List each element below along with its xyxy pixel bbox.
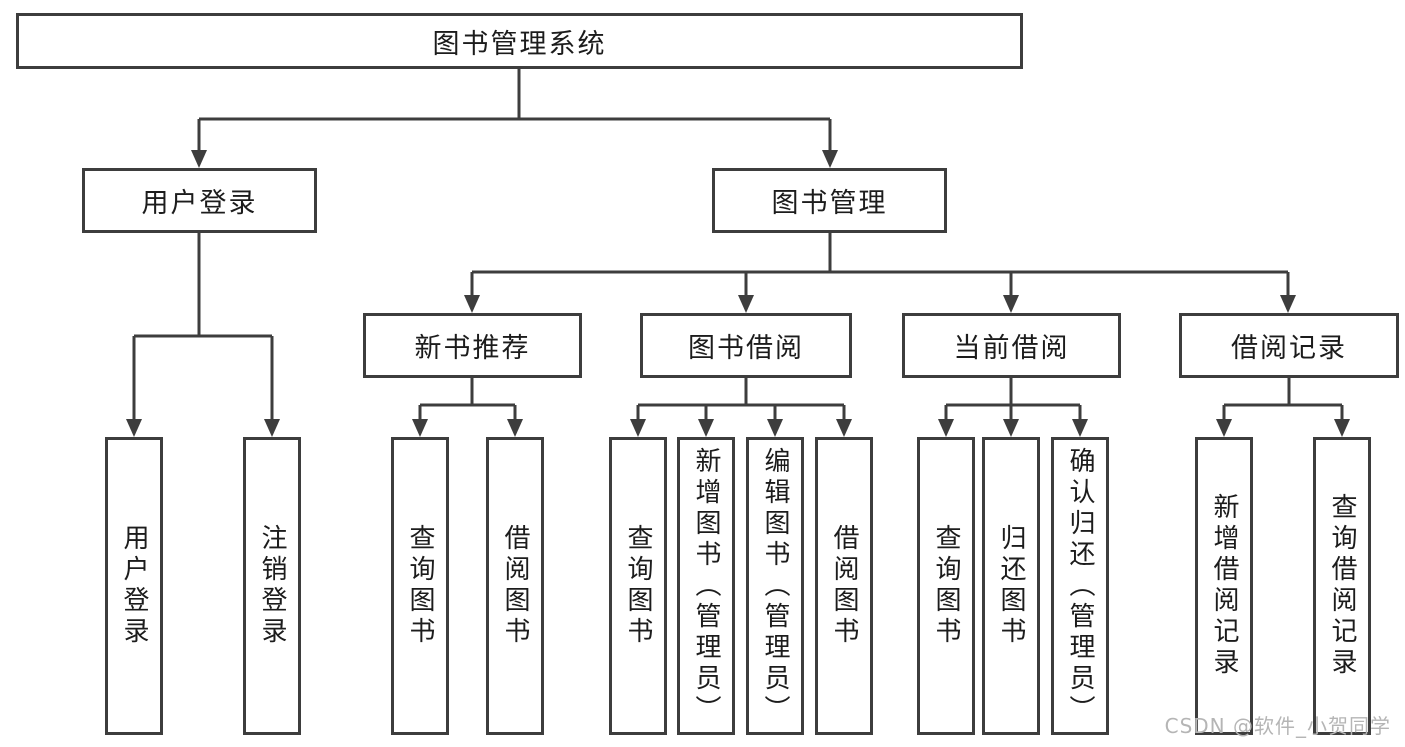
arrowhead-icon [822,150,838,168]
node-leaf-add-book-label: 新增图书（管理员） [691,446,721,726]
arrowhead-icon [507,419,523,437]
node-book-management: 图书管理 [712,168,947,233]
arrowhead-icon [464,295,480,313]
node-user-login-label: 用户登录 [141,188,258,219]
node-book-borrow: 图书借阅 [640,313,852,378]
connector-book-borrow-children [636,378,846,419]
arrowhead-icon [191,150,207,168]
arrowhead-icon [412,419,428,437]
watermark: CSDN @软件_小贺同学 [1164,714,1391,738]
node-leaf-borrow-book-2: 借阅图书 [815,437,873,735]
node-leaf-query-book-3: 查询图书 [917,437,975,735]
node-leaf-query-record-label: 查询借阅记录 [1327,493,1357,679]
node-book-management-label: 图书管理 [771,188,888,219]
node-leaf-query-book-1: 查询图书 [391,437,449,735]
connector-current-borrow-children [944,378,1082,419]
arrowhead-icon [1334,419,1350,437]
node-leaf-user-login-label: 用户登录 [119,524,149,648]
arrowhead-icon [836,419,852,437]
node-leaf-logout-label: 注销登录 [257,524,287,648]
node-leaf-edit-book-label: 编辑图书（管理员） [760,446,790,726]
connector-root-to-level2 [197,69,832,150]
arrowhead-icon [738,295,754,313]
arrowhead-icon [1280,295,1296,313]
node-leaf-confirm-return: 确认归还（管理员） [1051,437,1109,735]
node-borrow-records-label: 借阅记录 [1231,333,1347,364]
node-leaf-confirm-return-label: 确认归还（管理员） [1065,446,1095,726]
node-leaf-query-book-1-label: 查询图书 [405,524,435,648]
node-current-borrow: 当前借阅 [902,313,1121,378]
node-leaf-user-login: 用户登录 [105,437,163,735]
arrowhead-icon [698,419,714,437]
node-system-root: 图书管理系统 [16,13,1023,69]
node-leaf-edit-book: 编辑图书（管理员） [746,437,804,735]
connector-new-book-recommend-children [418,378,517,419]
node-leaf-add-record-label: 新增借阅记录 [1209,493,1239,679]
arrowhead-icon [630,419,646,437]
node-leaf-query-record: 查询借阅记录 [1313,437,1371,735]
node-current-borrow-label: 当前借阅 [953,333,1070,364]
node-borrow-records: 借阅记录 [1179,313,1399,378]
node-leaf-borrow-book-1-label: 借阅图书 [500,524,530,648]
node-leaf-return-book-label: 归还图书 [996,524,1026,648]
node-leaf-add-record: 新增借阅记录 [1195,437,1253,735]
arrowhead-icon [1072,419,1088,437]
connector-user-login-children [132,233,274,419]
node-new-book-recommend-label: 新书推荐 [414,333,531,364]
node-leaf-return-book: 归还图书 [982,437,1040,735]
node-leaf-query-book-3-label: 查询图书 [931,524,961,648]
node-leaf-logout: 注销登录 [243,437,301,735]
node-leaf-borrow-book-2-label: 借阅图书 [829,524,859,648]
connector-borrow-records-children [1222,378,1344,419]
arrowhead-icon [767,419,783,437]
node-system-root-label: 图书管理系统 [432,28,607,60]
node-leaf-query-book-2-label: 查询图书 [623,524,653,648]
node-leaf-add-book: 新增图书（管理员） [677,437,735,735]
node-leaf-query-book-2: 查询图书 [609,437,667,735]
node-book-borrow-label: 图书借阅 [688,333,804,364]
arrowhead-icon [1216,419,1232,437]
arrowhead-icon [1003,419,1019,437]
node-new-book-recommend: 新书推荐 [363,313,582,378]
connector-book-management-children [470,233,1290,295]
node-user-login: 用户登录 [82,168,317,233]
arrowhead-icon [1003,295,1019,313]
arrowhead-icon [938,419,954,437]
arrowhead-icon [264,419,280,437]
arrowhead-icon [126,419,142,437]
node-leaf-borrow-book-1: 借阅图书 [486,437,544,735]
